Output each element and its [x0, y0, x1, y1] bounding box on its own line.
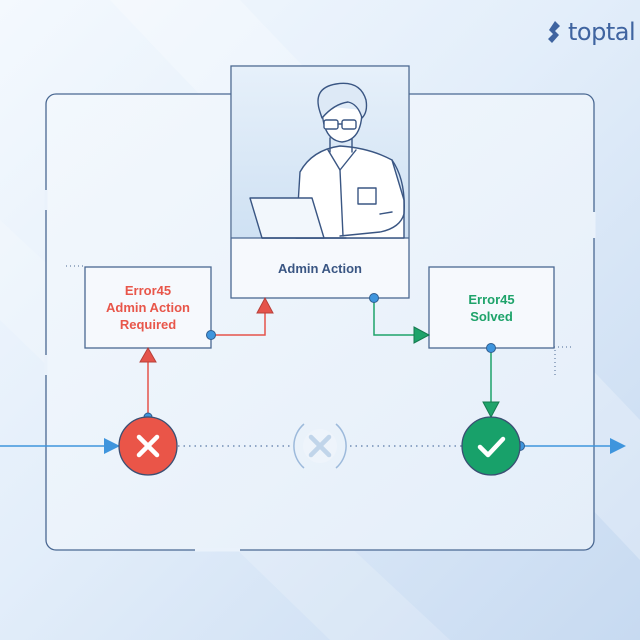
admin-person-illustration [249, 82, 405, 239]
admin-action-text: Admin Action [277, 260, 362, 276]
check-icon [477, 436, 506, 458]
solved-path-dot [486, 343, 496, 353]
error-box-line: Required [119, 317, 177, 332]
error-state [118, 416, 178, 476]
solved-box-line: Error45 [468, 291, 515, 307]
x-icon [308, 434, 332, 458]
resolution-path [373, 298, 416, 336]
solved-box-line: Solved [470, 308, 513, 324]
solved-path-arrow [482, 401, 500, 419]
error-path-arrow [139, 346, 157, 363]
toptal-logo-icon [548, 21, 560, 43]
admin-action-label: Admin Action [231, 238, 409, 298]
error-box-line: Error45 [124, 283, 172, 298]
resolution-dot [369, 293, 379, 303]
success-state [461, 416, 521, 476]
flow-arrow-out [610, 438, 626, 454]
brand-logo: toptal [544, 18, 636, 46]
escalation-path [211, 312, 266, 336]
solved-box-label: Error45 Solved [429, 267, 554, 348]
brand-name: toptal [568, 18, 636, 46]
disabled-state [293, 423, 347, 469]
x-icon [136, 434, 160, 458]
error-box-label: Error45 Admin Action Required [85, 267, 211, 348]
escalation-dot [206, 330, 216, 340]
escalation-arrow [256, 296, 274, 314]
resolution-arrow [413, 326, 431, 344]
flow-arrow-in [104, 438, 120, 454]
error-box-line: Admin Action [105, 300, 190, 315]
solved-box [428, 266, 555, 349]
